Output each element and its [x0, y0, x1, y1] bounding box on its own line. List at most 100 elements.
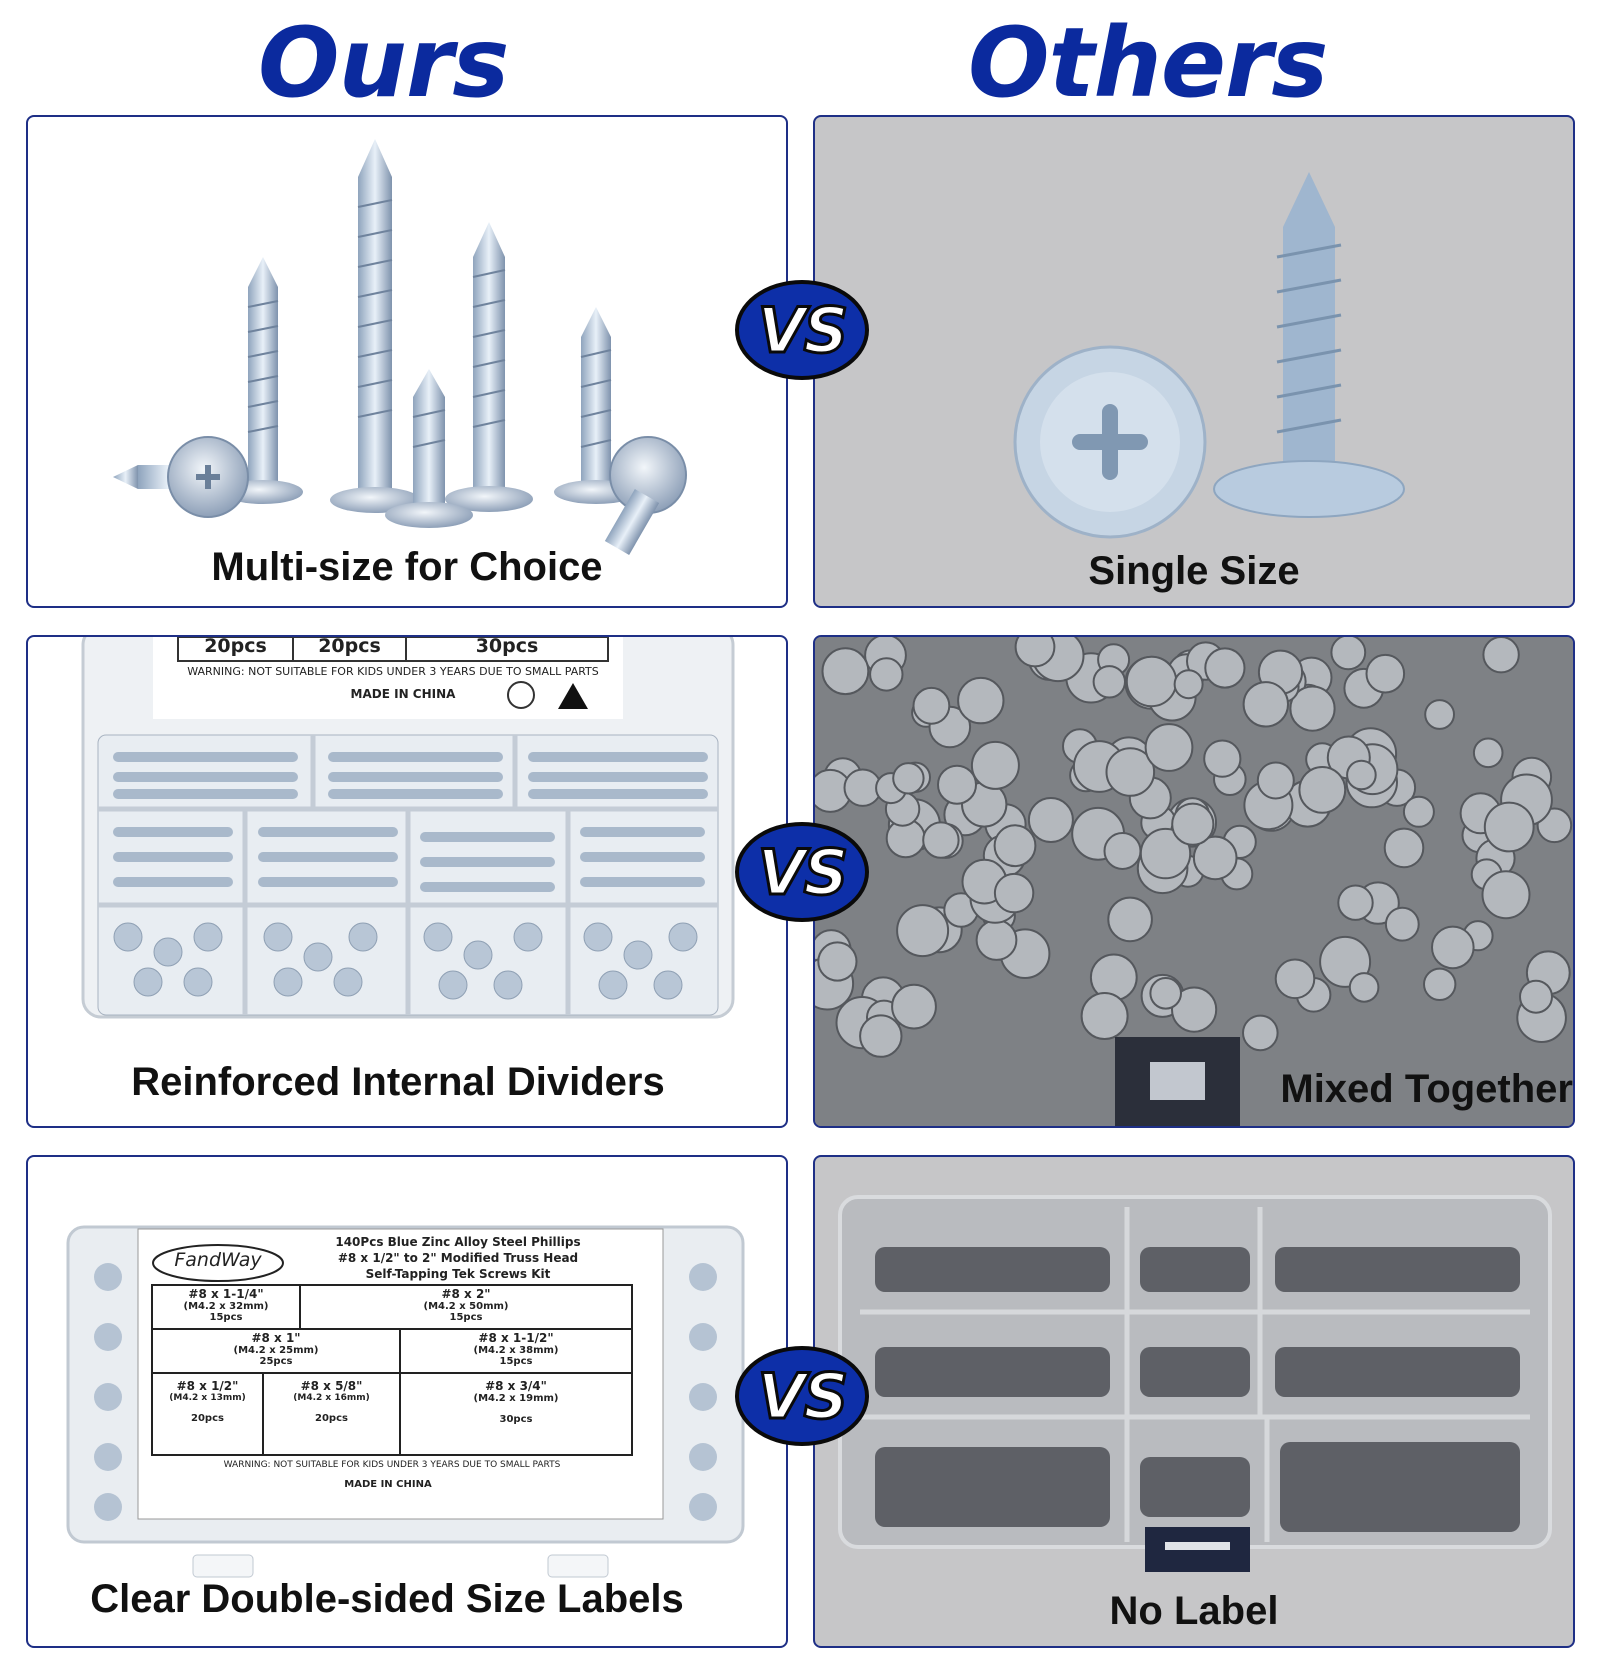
screw-head [1274, 958, 1316, 1000]
screw-head [1482, 637, 1520, 674]
ours-dividers-panel: 20pcs 20pcs 30pcs WARNING: NOT SUITABLE … [26, 635, 788, 1128]
ours-caption: Multi-size for Choice [211, 545, 603, 589]
kit-cell: #8 x 2" (M4.2 x 50mm) 15pcs [300, 1287, 632, 1323]
screw-head [817, 941, 858, 982]
screw-head [1204, 647, 1246, 689]
kit-cell-metric: (M4.2 x 38mm) [473, 1345, 559, 1356]
others-caption: Single Size [1088, 549, 1300, 593]
kit-title-line3: Self-Tapping Tek Screws Kit [365, 1267, 551, 1281]
kit-brand: FandWay [174, 1249, 262, 1271]
screw-head [1203, 739, 1242, 778]
vs-badge: VS [735, 822, 869, 922]
others-caption: No Label [1109, 1589, 1279, 1633]
kit-cell-qty: 20pcs [191, 1413, 224, 1424]
screw-head [1481, 870, 1531, 920]
multi-size-screws-image [113, 139, 687, 555]
screw-head [1014, 637, 1056, 668]
kit-cell-metric: (M4.2 x 19mm) [473, 1393, 559, 1404]
ours-caption: Clear Double-sided Size Labels [90, 1577, 684, 1621]
screw-head [892, 762, 925, 795]
kit-cell-size: #8 x 1-1/4" [188, 1287, 264, 1301]
vs-badge: VS [735, 1346, 869, 1446]
screw-head [912, 686, 951, 725]
screw-head [1431, 925, 1475, 970]
kit-made-in: MADE IN CHINA [344, 1479, 432, 1490]
kit-cell-size: #8 x 2" [441, 1287, 491, 1301]
others-caption: Mixed Together [1280, 1067, 1573, 1111]
screw-head [1424, 699, 1455, 730]
label-count-1: 20pcs [204, 635, 267, 657]
kit-cell-metric: (M4.2 x 16mm) [293, 1393, 370, 1403]
kit-cell-qty: 20pcs [315, 1413, 348, 1424]
vs-text: VS [756, 834, 850, 910]
screw-head [922, 821, 960, 859]
kit-cell-metric: (M4.2 x 13mm) [169, 1393, 246, 1403]
screw-head [1519, 979, 1553, 1014]
screw-head [1242, 1014, 1279, 1052]
kit-cell-metric: (M4.2 x 32mm) [183, 1301, 269, 1312]
kit-cell: #8 x 1/2" (M4.2 x 13mm) 20pcs [152, 1379, 263, 1424]
kit-cell: #8 x 1" (M4.2 x 25mm) 25pcs [152, 1331, 400, 1367]
ours-multi-size-panel: Multi-size for Choice [26, 115, 788, 608]
others-no-label-panel: No Label [813, 1155, 1575, 1648]
screw-head [821, 647, 870, 696]
labeled-kit-image [66, 1225, 745, 1578]
vs-text: VS [756, 1358, 850, 1434]
screw-head [1348, 972, 1380, 1003]
kit-cell-size: #8 x 3/4" [485, 1379, 547, 1393]
screw-head [1103, 832, 1142, 870]
screw-head [1472, 737, 1504, 769]
others-heading: Others [968, 7, 1328, 119]
label-count-2: 20pcs [318, 635, 381, 657]
kit-cell-size: #8 x 5/8" [300, 1379, 363, 1393]
kit-cell-metric: (M4.2 x 50mm) [423, 1301, 509, 1312]
others-mixed-panel: Mixed Together [813, 635, 1575, 1128]
screw-head [993, 824, 1037, 868]
mixed-screws-image [815, 637, 1573, 1126]
ours-caption: Reinforced Internal Dividers [131, 1060, 665, 1104]
screw-head [1346, 759, 1377, 791]
kit-cell-size: #8 x 1" [251, 1331, 301, 1345]
screw-head [1171, 986, 1218, 1033]
screw-head [1383, 827, 1425, 869]
label-count-3: 30pcs [475, 635, 539, 657]
kit-cell-qty: 25pcs [259, 1356, 293, 1367]
screw-head [1384, 906, 1420, 942]
kit-cell-qty: 15pcs [449, 1312, 483, 1323]
screw-head [1027, 797, 1074, 843]
screw-head [1256, 761, 1295, 800]
single-size-screw-image [1013, 172, 1405, 539]
screw-head [1105, 747, 1156, 797]
screw-head [937, 764, 977, 805]
kit-cell-size: #8 x 1-1/2" [478, 1331, 554, 1345]
screw-head [1423, 967, 1457, 1001]
kit-cell: #8 x 5/8" (M4.2 x 16mm) 20pcs [263, 1379, 400, 1424]
screw-head [859, 1014, 903, 1058]
screw-head [1125, 655, 1178, 708]
screw-head [1192, 835, 1238, 881]
screw-head [1092, 665, 1126, 699]
screw-head [1144, 723, 1194, 772]
kit-cell-qty: 30pcs [499, 1414, 533, 1425]
screw-head [869, 657, 904, 692]
screw-head [1330, 637, 1367, 671]
label-made-in: MADE IN CHINA [350, 687, 456, 701]
divided-organizer-image [81, 637, 735, 1019]
screw-head [1173, 669, 1204, 700]
kit-cell-qty: 15pcs [209, 1312, 243, 1323]
kit-cell-size: #8 x 1/2" [176, 1379, 239, 1393]
screw-head [1139, 827, 1192, 880]
screw-head [993, 872, 1035, 914]
screw-head [1289, 685, 1336, 732]
screw-head [957, 676, 1005, 725]
kit-cell: #8 x 1-1/2" (M4.2 x 38mm) 15pcs [400, 1331, 632, 1367]
kit-cell: #8 x 3/4" (M4.2 x 19mm) 30pcs [400, 1379, 632, 1425]
screw-head [1337, 884, 1374, 921]
screw-head [891, 983, 937, 1030]
others-single-size-panel: Single Size [813, 115, 1575, 608]
unlabeled-organizer-image [838, 1195, 1552, 1572]
screw-head [970, 740, 1020, 790]
ours-heading: Ours [258, 7, 509, 119]
kit-warning: WARNING: NOT SUITABLE FOR KIDS UNDER 3 Y… [223, 1460, 561, 1470]
screw-head [1080, 992, 1129, 1040]
